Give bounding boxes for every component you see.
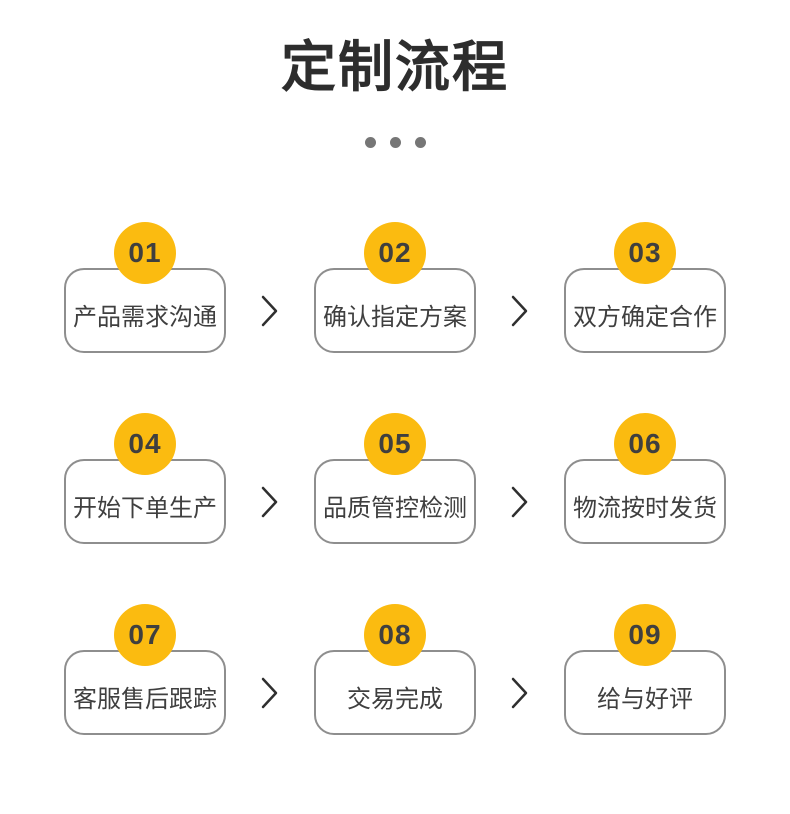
step-connector [226, 604, 314, 735]
step-number: 08 [378, 619, 412, 651]
chevron-right-icon [511, 677, 528, 708]
step-number: 05 [378, 428, 412, 460]
step-number-badge: 07 [114, 604, 176, 667]
step-number-badge: 08 [364, 604, 426, 667]
step-card-06: 06 物流按时发货 [564, 413, 726, 545]
step-label: 产品需求沟通 [73, 304, 217, 332]
step-connector [476, 604, 564, 735]
title-divider-dots [0, 137, 790, 149]
step-number: 03 [628, 237, 662, 269]
step-connector [476, 222, 564, 353]
step-number: 04 [128, 428, 162, 460]
flow-row-1: 01 产品需求沟通 02 确认指定方案 [64, 222, 726, 354]
step-number-badge: 09 [614, 604, 676, 667]
chevron-right-icon [261, 677, 278, 708]
step-connector [476, 413, 564, 544]
step-card-02: 02 确认指定方案 [314, 222, 476, 354]
divider-dot [364, 137, 376, 149]
step-card-04: 04 开始下单生产 [64, 413, 226, 545]
chevron-right-icon [511, 486, 528, 517]
step-card-09: 09 给与好评 [564, 604, 726, 736]
chevron-right-icon [511, 295, 528, 326]
chevron-right-icon [261, 295, 278, 326]
flow-row-2: 04 开始下单生产 05 品质管控检测 [64, 413, 726, 545]
step-connector [226, 413, 314, 544]
step-label: 给与好评 [597, 686, 693, 714]
step-card-03: 03 双方确定合作 [564, 222, 726, 354]
step-box: 双方确定合作 [564, 268, 726, 354]
process-flow-grid: 01 产品需求沟通 02 确认指定方案 [64, 222, 726, 736]
step-number: 02 [378, 237, 412, 269]
chevron-right-icon [261, 486, 278, 517]
step-number-badge: 05 [364, 413, 426, 476]
step-number-badge: 03 [614, 222, 676, 285]
step-card-08: 08 交易完成 [314, 604, 476, 736]
flow-row-3: 07 客服售后跟踪 08 交易完成 [64, 604, 726, 736]
divider-dot [414, 137, 426, 149]
step-label: 开始下单生产 [73, 495, 217, 523]
step-label: 物流按时发货 [573, 495, 717, 523]
step-number: 06 [628, 428, 662, 460]
step-card-05: 05 品质管控检测 [314, 413, 476, 545]
step-label: 确认指定方案 [323, 304, 467, 332]
divider-dot [389, 137, 401, 149]
step-number: 01 [128, 237, 162, 269]
step-card-01: 01 产品需求沟通 [64, 222, 226, 354]
step-number-badge: 06 [614, 413, 676, 476]
step-connector [226, 222, 314, 353]
step-number-badge: 01 [114, 222, 176, 285]
step-card-07: 07 客服售后跟踪 [64, 604, 226, 736]
step-label: 品质管控检测 [323, 495, 467, 523]
step-label: 双方确定合作 [573, 304, 717, 332]
step-number: 09 [628, 619, 662, 651]
step-number-badge: 02 [364, 222, 426, 285]
step-label: 客服售后跟踪 [73, 686, 217, 714]
step-number: 07 [128, 619, 162, 651]
step-label: 交易完成 [347, 686, 443, 714]
step-number-badge: 04 [114, 413, 176, 476]
page-title: 定制流程 [280, 36, 509, 98]
